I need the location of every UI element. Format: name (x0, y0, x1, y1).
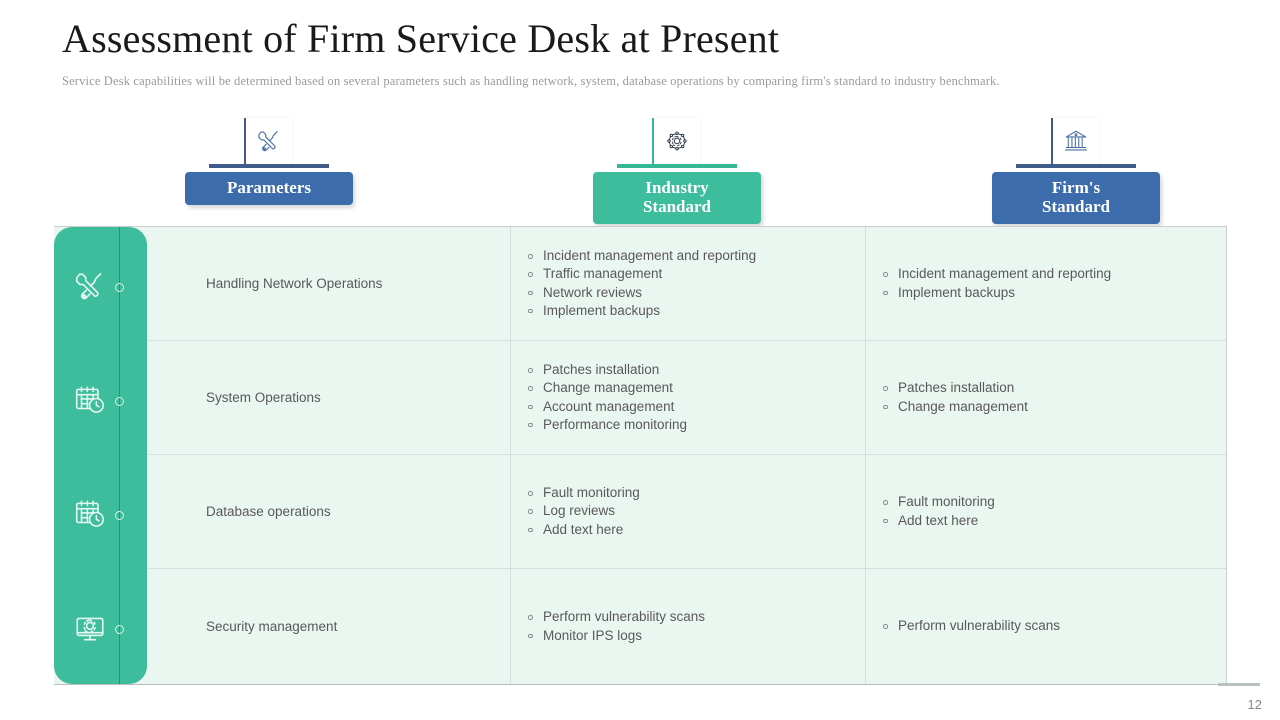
badge-industry-standard[interactable]: Industry Standard (593, 172, 761, 224)
badge-label-line2: Standard (1041, 197, 1111, 216)
cell-parameter: Security management (149, 569, 511, 684)
table-row: Security management Perform vulnerabilit… (149, 569, 1226, 684)
column-header-firms-standard: Firm's Standard (936, 118, 1216, 228)
page-subtitle: Service Desk capabilities will be determ… (62, 74, 1000, 88)
list-item: Fault monitoring (522, 484, 640, 502)
stem-accent (652, 118, 654, 164)
list-item: Fault monitoring (877, 493, 995, 511)
parameter-label: System Operations (206, 390, 321, 405)
gear-network-icon (664, 128, 690, 154)
cell-parameter: Handling Network Operations (149, 227, 511, 340)
cell-industry-standard: Incident management and reporting Traffi… (511, 227, 866, 340)
list-item: Monitor IPS logs (522, 627, 705, 645)
badge-label-line2: Standard (642, 197, 712, 216)
cell-industry-standard: Perform vulnerability scans Monitor IPS … (511, 569, 866, 684)
industry-standard-icon-box (652, 118, 700, 164)
rail-dot (115, 625, 124, 634)
table-row: Handling Network Operations Incident man… (149, 227, 1226, 341)
column-header-parameters: Parameters (129, 118, 409, 228)
comparison-table: Handling Network Operations Incident man… (54, 226, 1227, 685)
list-item: Implement backups (877, 284, 1111, 302)
row-icon-system-operations (70, 380, 110, 420)
table-rows: Handling Network Operations Incident man… (149, 227, 1226, 684)
industry-standard-list: Fault monitoring Log reviews Add text he… (522, 484, 640, 539)
corner-mark (1218, 683, 1260, 686)
cell-firms-standard: Perform vulnerability scans (866, 569, 1226, 684)
badge-label-line1: Industry (645, 178, 709, 197)
parameter-label: Security management (206, 619, 338, 634)
cell-firms-standard: Patches installation Change management (866, 341, 1226, 454)
badge-label-line1: Firm's (1051, 178, 1101, 197)
list-item: Traffic management (522, 265, 756, 283)
list-item: Network reviews (522, 284, 756, 302)
list-item: Change management (522, 379, 687, 397)
list-item: Account management (522, 398, 687, 416)
list-item: Add text here (877, 512, 995, 530)
column-header-industry-standard: Industry Standard (537, 118, 817, 228)
industry-standard-list: Perform vulnerability scans Monitor IPS … (522, 608, 705, 644)
firms-standard-list: Incident management and reporting Implem… (877, 265, 1111, 301)
industry-standard-list: Patches installation Change management A… (522, 361, 687, 434)
badge-parameters[interactable]: Parameters (185, 172, 353, 205)
parameter-label: Handling Network Operations (206, 276, 383, 291)
row-icon-security-management (70, 608, 110, 648)
industry-standard-list: Incident management and reporting Traffi… (522, 247, 756, 320)
list-item: Performance monitoring (522, 416, 687, 434)
firms-standard-list: Fault monitoring Add text here (877, 493, 995, 529)
list-item: Patches installation (522, 361, 687, 379)
list-item: Incident management and reporting (877, 265, 1111, 283)
rail-dot (115, 511, 124, 520)
page-title: Assessment of Firm Service Desk at Prese… (62, 16, 780, 61)
list-item: Implement backups (522, 302, 756, 320)
wrench-screwdriver-icon (256, 128, 282, 154)
rail-dot (115, 397, 124, 406)
cell-parameter: System Operations (149, 341, 511, 454)
stem-accent (244, 118, 246, 164)
list-item: Change management (877, 398, 1028, 416)
cell-industry-standard: Fault monitoring Log reviews Add text he… (511, 455, 866, 568)
page-number: 12 (1247, 697, 1262, 712)
badge-firms-standard[interactable]: Firm's Standard (992, 172, 1160, 224)
table-row: Database operations Fault monitoring Log… (149, 455, 1226, 569)
badge-label-line1: Parameters (226, 178, 311, 197)
rail-dot (115, 283, 124, 292)
header-accent-bar (209, 164, 329, 168)
row-icon-rail (54, 227, 147, 684)
row-icon-handling-network-operations (70, 266, 110, 306)
stem-accent (1051, 118, 1053, 164)
list-item: Perform vulnerability scans (522, 608, 705, 626)
list-item: Perform vulnerability scans (877, 617, 1060, 635)
parameters-icon-box (244, 118, 292, 164)
list-item: Incident management and reporting (522, 247, 756, 265)
cell-firms-standard: Fault monitoring Add text here (866, 455, 1226, 568)
cell-parameter: Database operations (149, 455, 511, 568)
rail-connector-line (119, 227, 120, 684)
bank-building-icon (1063, 128, 1089, 154)
parameter-label: Database operations (206, 504, 331, 519)
list-item: Log reviews (522, 502, 640, 520)
list-item: Add text here (522, 521, 640, 539)
cell-firms-standard: Incident management and reporting Implem… (866, 227, 1226, 340)
firms-standard-icon-box (1051, 118, 1099, 164)
header-accent-bar (1016, 164, 1136, 168)
firms-standard-list: Patches installation Change management (877, 379, 1028, 415)
row-icon-database-operations (70, 494, 110, 534)
firms-standard-list: Perform vulnerability scans (877, 617, 1060, 635)
header-accent-bar (617, 164, 737, 168)
table-row: System Operations Patches installation C… (149, 341, 1226, 455)
cell-industry-standard: Patches installation Change management A… (511, 341, 866, 454)
list-item: Patches installation (877, 379, 1028, 397)
